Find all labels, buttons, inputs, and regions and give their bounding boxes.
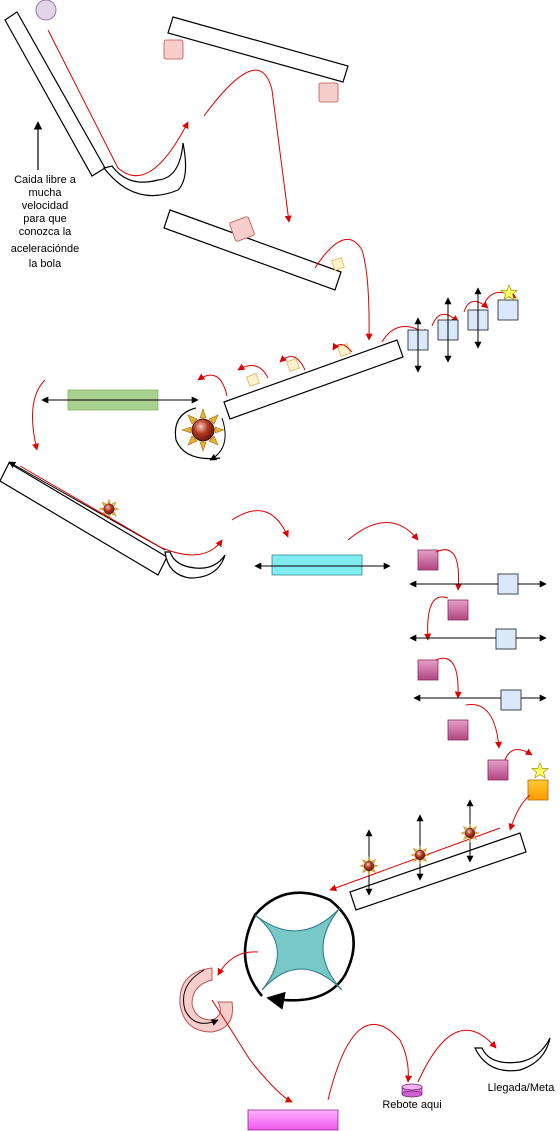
cylinder-icon xyxy=(401,1083,423,1098)
yellow-block-4 xyxy=(246,373,260,387)
svg-text:mucha: mucha xyxy=(28,187,62,199)
ball-icon xyxy=(35,0,57,21)
trajectory-11b xyxy=(417,1029,497,1083)
pink-block-1 xyxy=(163,39,184,60)
sun-icon xyxy=(181,408,225,452)
section-zigzag xyxy=(409,549,549,831)
orange-block xyxy=(527,779,549,801)
section-finish: Rebote aqui Llegada/Meta xyxy=(247,1023,556,1131)
trajectory-4h xyxy=(197,373,228,397)
blue-slider-2 xyxy=(495,628,517,650)
spiral-icon xyxy=(179,967,234,1033)
trajectory-7f xyxy=(508,794,531,831)
sun-icon-lower-2 xyxy=(410,845,430,865)
magenta-block-3 xyxy=(417,659,439,681)
section-spiral xyxy=(179,967,293,1103)
section-loop xyxy=(217,891,355,1010)
trajectory-11a xyxy=(327,1023,413,1101)
trajectory-10 xyxy=(211,999,293,1103)
yellow-block-3 xyxy=(286,358,300,372)
blue-slider-1 xyxy=(497,573,519,595)
free-fall-label: Caida libre a mucha velocidad para que c… xyxy=(11,174,80,270)
trajectory-6b xyxy=(231,510,289,538)
plank-long-ramp xyxy=(0,462,168,576)
trajectory-2 xyxy=(203,69,292,223)
magenta-block-1 xyxy=(417,549,439,571)
bowl-3 xyxy=(164,551,226,579)
trajectory-9a xyxy=(217,951,259,976)
trajectory-7c xyxy=(435,657,462,699)
svg-text:para que: para que xyxy=(23,213,66,225)
magenta-block-4 xyxy=(447,719,469,741)
trajectory-4b xyxy=(431,314,459,327)
trajectory-4g xyxy=(237,363,269,379)
svg-text:Caida libre a: Caida libre a xyxy=(14,174,77,186)
loop-track xyxy=(243,891,355,1010)
sun-icon-lower-1 xyxy=(359,856,379,876)
trajectory-4c xyxy=(463,301,489,313)
trajectory-5 xyxy=(32,379,46,451)
bowl-2-arrow xyxy=(209,417,226,461)
bounce-label: Rebote aqui xyxy=(382,1099,441,1111)
star-icon-2 xyxy=(531,762,549,779)
pink-block-2 xyxy=(318,82,339,103)
spiral-outer-arrow xyxy=(183,969,219,1026)
svg-text:conozca la: conozca la xyxy=(19,226,72,238)
trajectory-6c xyxy=(347,522,419,541)
sun-icon-small xyxy=(98,498,120,520)
cyan-bar xyxy=(271,554,363,576)
section-dominoes xyxy=(197,284,519,420)
finish-bowl xyxy=(474,1037,551,1072)
curved-star-icon xyxy=(254,907,343,991)
bottom-bar xyxy=(247,1109,339,1131)
yellow-block-1 xyxy=(331,257,345,271)
trajectory-7e xyxy=(504,748,533,761)
trajectory-7b xyxy=(424,596,449,641)
trajectory-6a xyxy=(19,465,223,556)
start-ramp xyxy=(4,11,106,177)
blue-block-4 xyxy=(497,299,519,321)
trajectory-1 xyxy=(47,29,189,177)
plank-dominoes xyxy=(223,339,404,420)
svg-text:la bola: la bola xyxy=(29,258,62,270)
section-plank-middle xyxy=(163,209,373,341)
long-ramp-arrow xyxy=(8,461,166,551)
plank-middle xyxy=(163,209,342,291)
bowl-1 xyxy=(102,142,187,197)
pink-block-3 xyxy=(229,216,255,242)
section-long-ramp xyxy=(0,461,419,579)
trajectory-4f xyxy=(279,355,306,371)
bowl-2 xyxy=(174,407,221,460)
plank-lower xyxy=(349,832,527,911)
trajectory-7d xyxy=(465,704,502,749)
magenta-block-2 xyxy=(447,599,469,621)
magenta-block-5 xyxy=(487,759,509,781)
svg-text:aceleraciónde: aceleraciónde xyxy=(11,243,80,255)
section-sun-bowl xyxy=(32,379,226,461)
section-plank-top xyxy=(163,16,349,223)
trajectory-4e xyxy=(332,342,353,353)
svg-text:velocidad: velocidad xyxy=(22,200,68,212)
blue-slider-3 xyxy=(500,689,522,711)
star-icon xyxy=(500,284,518,301)
sun-icon-lower-3 xyxy=(460,823,480,843)
plank-top xyxy=(167,16,349,83)
section-lower-plank xyxy=(329,799,527,911)
finish-label: Llegada/Meta xyxy=(488,1082,556,1094)
trajectory-3 xyxy=(314,239,373,341)
section-start: Caida libre a mucha velocidad para que c… xyxy=(4,0,189,270)
